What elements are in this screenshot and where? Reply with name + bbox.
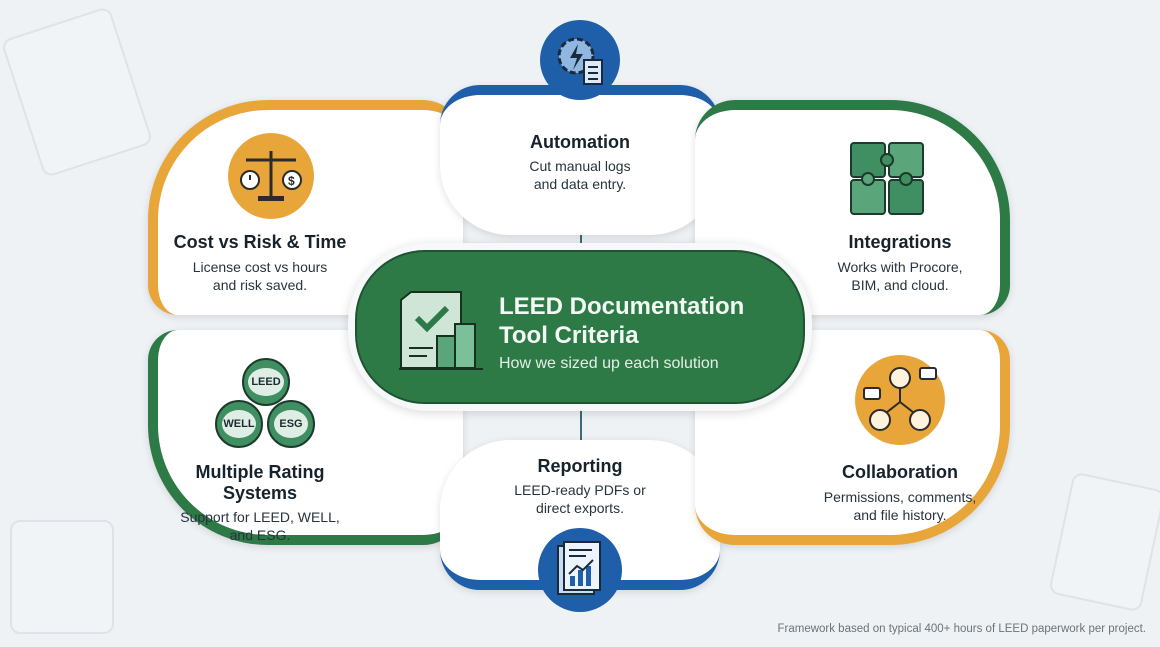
- background-document-decoration: [1048, 471, 1160, 613]
- center-subtitle: How we sized up each solution: [499, 355, 719, 372]
- desc-line: Support for LEED, WELL,: [180, 509, 340, 525]
- rating-badges-icon: LEED WELL ESG: [215, 358, 315, 453]
- criterion-title: Collaboration: [842, 462, 958, 482]
- criterion-desc: Works with Procore, BIM, and cloud.: [790, 258, 1010, 294]
- report-chart-icon: [538, 528, 622, 612]
- leed-badge: LEED: [242, 358, 290, 406]
- well-badge: WELL: [215, 400, 263, 448]
- desc-line: Cut manual logs: [529, 158, 631, 174]
- title-line: Systems: [222, 483, 298, 503]
- connector-line: [580, 400, 582, 450]
- center-title: LEED Documentation Tool Criteria: [499, 292, 744, 350]
- document-building-icon: [399, 290, 487, 377]
- desc-line: and risk saved.: [212, 277, 308, 293]
- criterion-title: Automation: [530, 132, 630, 152]
- desc-line: LEED-ready PDFs or: [514, 482, 646, 498]
- criterion-desc: Cut manual logs and data entry.: [440, 157, 720, 193]
- desc-line: Permissions, comments,: [823, 489, 977, 505]
- puzzle-icon: [840, 135, 935, 220]
- title-line: Multiple Rating: [195, 462, 325, 482]
- desc-line: and ESG.: [229, 527, 291, 543]
- badge-label: WELL: [222, 410, 256, 438]
- criterion-title: Integrations: [848, 232, 952, 252]
- gear-lightning-checklist-icon: [540, 20, 620, 100]
- balance-scale-icon: $: [228, 133, 314, 219]
- esg-badge: ESG: [267, 400, 315, 448]
- background-document-decoration: [0, 5, 154, 179]
- footnote: Framework based on typical 400+ hours of…: [777, 623, 1146, 635]
- desc-line: Works with Procore,: [837, 259, 963, 275]
- center-title-line: LEED Documentation: [499, 293, 745, 320]
- criterion-desc: License cost vs hours and risk saved.: [150, 258, 370, 294]
- criterion-title: Cost vs Risk & Time: [173, 232, 347, 252]
- criterion-desc: Permissions, comments, and file history.: [790, 488, 1010, 524]
- center-title-line: Tool Criteria: [499, 322, 639, 349]
- badge-label: ESG: [274, 410, 308, 438]
- desc-line: and file history.: [853, 507, 947, 523]
- criterion-title: Reporting: [537, 456, 623, 476]
- svg-text:$: $: [288, 174, 295, 188]
- criterion-desc: LEED-ready PDFs or direct exports.: [440, 481, 720, 517]
- background-document-decoration: [10, 520, 114, 634]
- center-title-card: LEED Documentation Tool Criteria How we …: [355, 250, 805, 404]
- desc-line: BIM, and cloud.: [851, 277, 949, 293]
- badge-label: LEED: [248, 368, 284, 396]
- desc-line: direct exports.: [536, 500, 624, 516]
- criterion-desc: Support for LEED, WELL, and ESG.: [150, 508, 370, 544]
- desc-line: and data entry.: [533, 176, 627, 192]
- team-chat-icon: [855, 355, 945, 445]
- desc-line: License cost vs hours: [192, 259, 328, 275]
